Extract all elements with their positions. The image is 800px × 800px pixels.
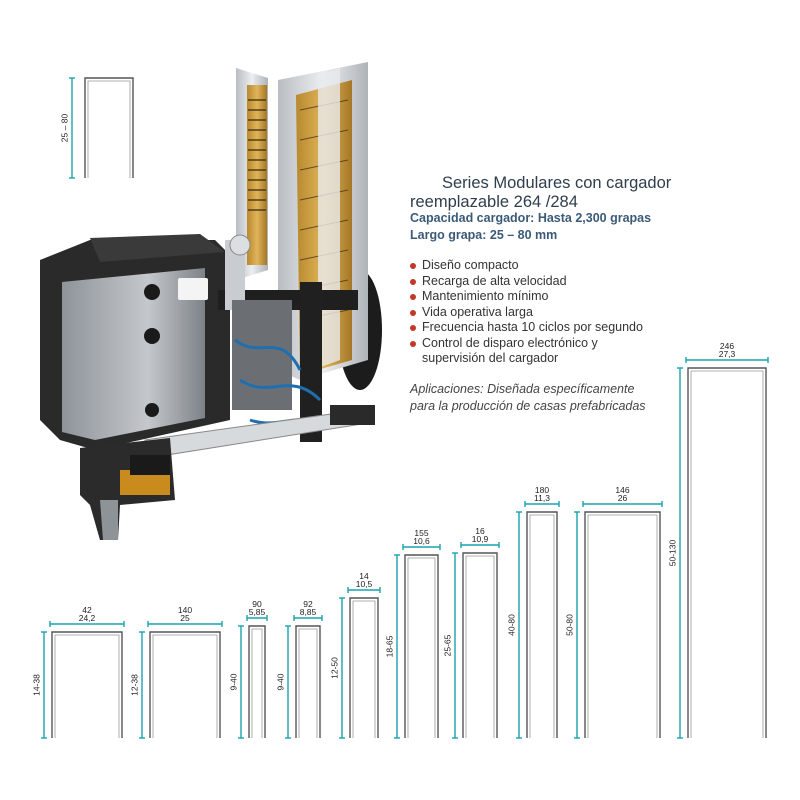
crown-dimension-14-series-label: 14 [359,571,369,581]
feature-item: Vida operativa larga [410,305,643,321]
crown-dimension-14-crown-label: 10,5 [356,579,373,589]
leg-length-dimension-246-label: 50-130 [667,539,677,566]
staple-16-outer [462,552,498,738]
leg-length-dimension-155-label: 18-65 [384,635,394,657]
staple-146-outer [584,511,661,738]
bullet-icon [410,325,416,331]
staple-155-outer [404,554,439,738]
spec-capacity: Capacidad cargador: Hasta 2,300 grapas [410,211,652,225]
feature-item: Mantenimiento mínimo [410,289,643,305]
feature-item: Diseño compacto [410,258,643,274]
applications-line-2: para la producción de casas prefabricada… [410,399,646,413]
bullet-icon [410,263,416,269]
leg-length-dimension-42-label: 14-38 [31,674,41,696]
crown-dimension-92-crown-label: 8,85 [300,607,317,617]
staple-155-inner [407,557,436,738]
crown-dimension-16-crown-label: 10,9 [472,534,489,544]
crown-dimension-16-series-label: 16 [475,526,485,536]
applications-line-1: Aplicaciones: Diseñada específicamente [410,382,635,396]
crown-dimension-140-crown-label: 25 [180,613,190,623]
crown-dimension-155-crown-label: 10,6 [413,536,430,546]
crown-dimension-180-crown-label: 11,3 [534,493,550,503]
crown-dimension-246-series-label: 246 [720,341,734,351]
leg-length-dimension-146-label: 50-80 [564,614,574,636]
bullet-icon [410,278,416,285]
bullet-icon [410,340,416,347]
staple-146-inner [587,514,658,738]
crown-dimension-92-series-label: 92 [303,599,313,609]
leg-length-dimension-92-label: 9-40 [275,673,285,690]
top-staple-inner [87,80,131,178]
top-staple-dimension-label: 25 – 80 [59,114,69,143]
staple-140-outer [149,631,221,738]
product-title: Series Modulares con cargador reemplazab… [382,174,782,212]
title-line-1: Series Modulares con cargador [442,174,672,192]
staple-180-inner [529,514,555,738]
staple-246-inner [690,370,764,738]
staple-42-outer [51,631,123,738]
crown-dimension-42-crown-label: 24,2 [79,613,96,623]
crown-dimension-246-crown-label: 27,3 [719,349,736,359]
crown-dimension-140-series-label: 140 [178,605,192,615]
spec-length: Largo grapa: 25 – 80 mm [410,228,558,242]
leg-length-dimension-90-label: 9-40 [228,673,238,690]
staple-180-outer [526,511,558,738]
staple-14-inner [352,600,376,738]
crown-dimension-146-crown-label: 26 [618,493,628,503]
crown-dimension-155-series-label: 155 [414,528,428,538]
staple-92-inner [298,628,318,738]
staple-90-outer [248,625,266,738]
leg-length-dimension-16-label: 25-65 [442,634,452,656]
bullet-icon [410,294,416,300]
staple-14-outer [349,597,379,738]
leg-length-dimension-140-label: 12-38 [129,674,139,696]
crown-dimension-90-series-label: 90 [252,599,262,609]
feature-item: Frecuencia hasta 10 ciclos por segundo [410,320,643,336]
leg-length-dimension-14-label: 12-50 [329,657,339,679]
feature-list: Diseño compacto Recarga de alta velocida… [410,258,643,367]
applications-note: Aplicaciones: Diseñada específicamente p… [410,381,646,415]
staple-16-inner [465,555,495,738]
staple-42-inner [54,634,120,738]
title-line-2: reemplazable 264 /284 [410,193,578,211]
staple-246-outer [687,367,767,738]
feature-item: Recarga de alta velocidad [410,274,643,290]
crown-dimension-146-series-label: 146 [615,485,629,495]
staple-140-inner [152,634,218,738]
leg-length-dimension-180-label: 40-80 [506,614,516,636]
feature-item-continuation: supervisión del cargador [422,351,559,365]
crown-dimension-180-series-label: 180 [535,485,549,495]
top-staple-outer [84,77,134,178]
staple-90-inner [251,628,263,738]
crown-dimension-90-crown-label: 5,85 [249,607,266,617]
staple-92-outer [295,625,321,738]
crown-dimension-42-series-label: 42 [82,605,92,615]
bullet-icon [410,309,416,316]
